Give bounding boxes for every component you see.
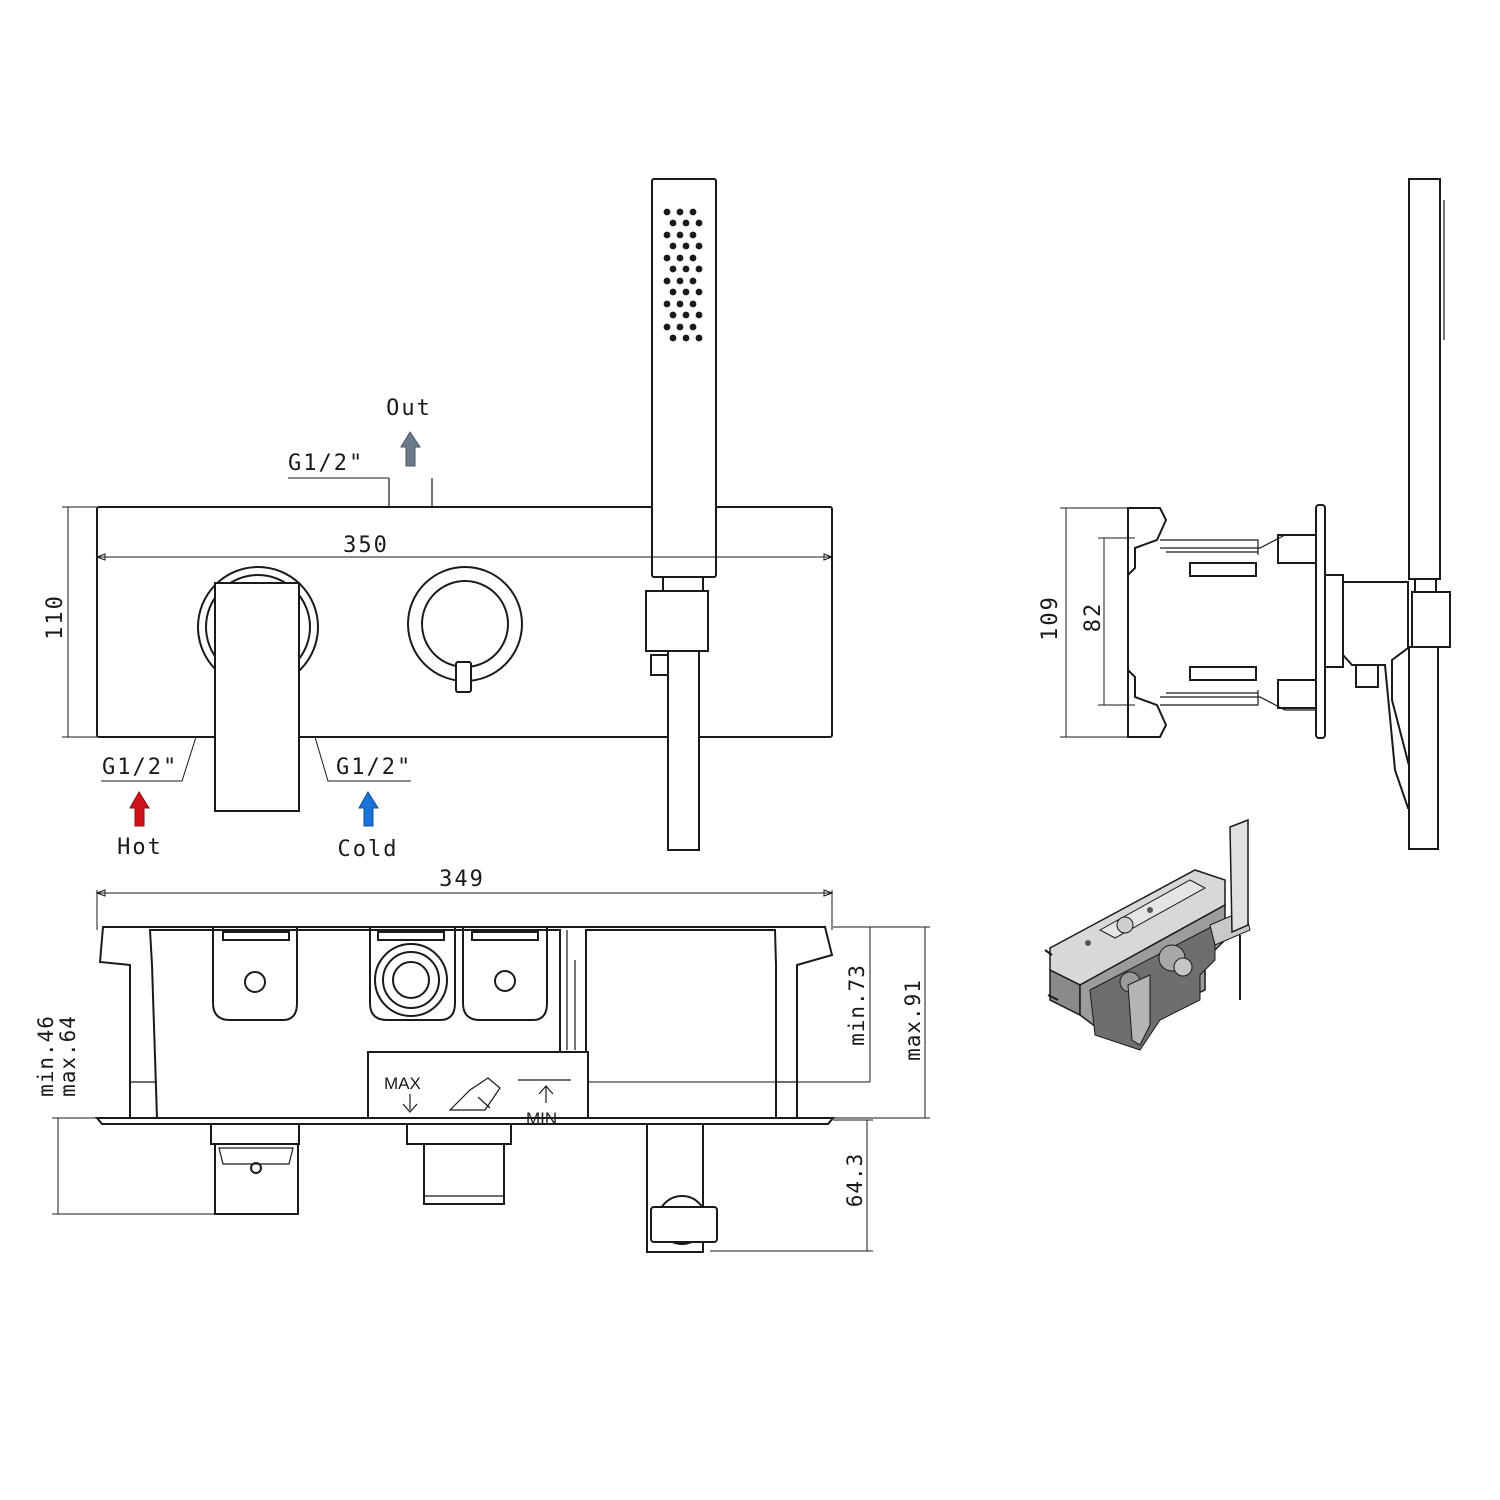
outlet-thread-label: G1/2"	[288, 451, 364, 476]
nozzle-dot	[676, 300, 684, 308]
dimension-min46-max64: min.46 max.64	[34, 1015, 215, 1215]
nozzle-dot	[695, 265, 703, 273]
hot-label: Hot	[117, 835, 163, 860]
nozzle-dot	[676, 231, 684, 239]
front-view: 350 110 G1/2" Out G1/2" Hot G1/2" C	[43, 178, 834, 862]
max64-label: max.64	[56, 1015, 80, 1097]
nozzle-dot	[695, 334, 703, 342]
dimension-64-3: 64.3	[710, 1119, 873, 1252]
max-marker: MAX	[384, 1074, 421, 1093]
dimension-350-label: 350	[343, 533, 389, 558]
nozzle-dot	[676, 323, 684, 331]
cold-callout: G1/2" Cold	[314, 736, 412, 862]
cold-thread-label: G1/2"	[336, 755, 412, 780]
nozzle-dot	[669, 265, 677, 273]
nozzle-dot	[669, 334, 677, 342]
nozzle-dot	[663, 323, 671, 331]
nozzle-dot	[689, 300, 697, 308]
cold-label: Cold	[338, 837, 399, 862]
dimension-109: 109	[1038, 507, 1128, 738]
nozzle-dot	[682, 288, 690, 296]
min73-label: min.73	[845, 964, 869, 1046]
cold-arrow-icon	[358, 791, 379, 827]
dimension-82-label: 82	[1081, 602, 1106, 633]
hot-arrow-icon	[129, 791, 150, 827]
nozzle-dot	[689, 277, 697, 285]
dimension-64-3-label: 64.3	[843, 1153, 867, 1208]
nozzle-dot	[663, 231, 671, 239]
dimension-349: 349	[95, 867, 834, 930]
nozzle-dot	[663, 277, 671, 285]
mixer-lever	[197, 566, 319, 812]
nozzle-dot	[669, 288, 677, 296]
dimension-109-label: 109	[1038, 595, 1063, 641]
outlet-callout: G1/2" Out	[288, 396, 432, 479]
nozzle-dot	[689, 231, 697, 239]
nozzle-dot	[689, 208, 697, 216]
dimension-110-label: 110	[43, 594, 68, 640]
nozzle-dot	[689, 323, 697, 331]
side-view: 109 82	[1038, 178, 1451, 850]
isometric-view	[1044, 818, 1251, 1051]
nozzle-dot	[695, 311, 703, 319]
hot-callout: G1/2" Hot	[101, 736, 197, 860]
dimension-349-label: 349	[439, 867, 485, 892]
nozzle-dot	[682, 334, 690, 342]
nozzle-dot	[663, 208, 671, 216]
max91-label: max.91	[901, 979, 925, 1061]
hand-shower	[645, 178, 717, 851]
nozzle-dot	[682, 242, 690, 250]
diverter-knob	[407, 566, 523, 693]
nozzle-dot	[682, 219, 690, 227]
nozzle-dot	[669, 311, 677, 319]
nozzle-dot	[682, 265, 690, 273]
out-label: Out	[386, 396, 432, 421]
top-view: 349 MAX MIN	[34, 867, 930, 1253]
out-arrow-icon	[400, 431, 421, 467]
front-plate	[96, 506, 833, 738]
shower-nozzles	[663, 208, 703, 342]
nozzle-dot	[676, 208, 684, 216]
nozzle-dot	[663, 300, 671, 308]
nozzle-dot	[689, 254, 697, 262]
dimension-82: 82	[1081, 537, 1135, 706]
hot-thread-label: G1/2"	[102, 755, 178, 780]
dimension-110: 110	[43, 506, 97, 738]
nozzle-dot	[695, 219, 703, 227]
min46-label: min.46	[34, 1015, 58, 1097]
nozzle-dot	[669, 219, 677, 227]
nozzle-dot	[676, 277, 684, 285]
dimension-min73-max91: min.73 max.91	[833, 926, 930, 1119]
nozzle-dot	[676, 254, 684, 262]
nozzle-dot	[695, 242, 703, 250]
nozzle-dot	[695, 288, 703, 296]
nozzle-dot	[682, 311, 690, 319]
dimension-350: 350	[95, 533, 834, 561]
nozzle-dot	[669, 242, 677, 250]
nozzle-dot	[663, 254, 671, 262]
